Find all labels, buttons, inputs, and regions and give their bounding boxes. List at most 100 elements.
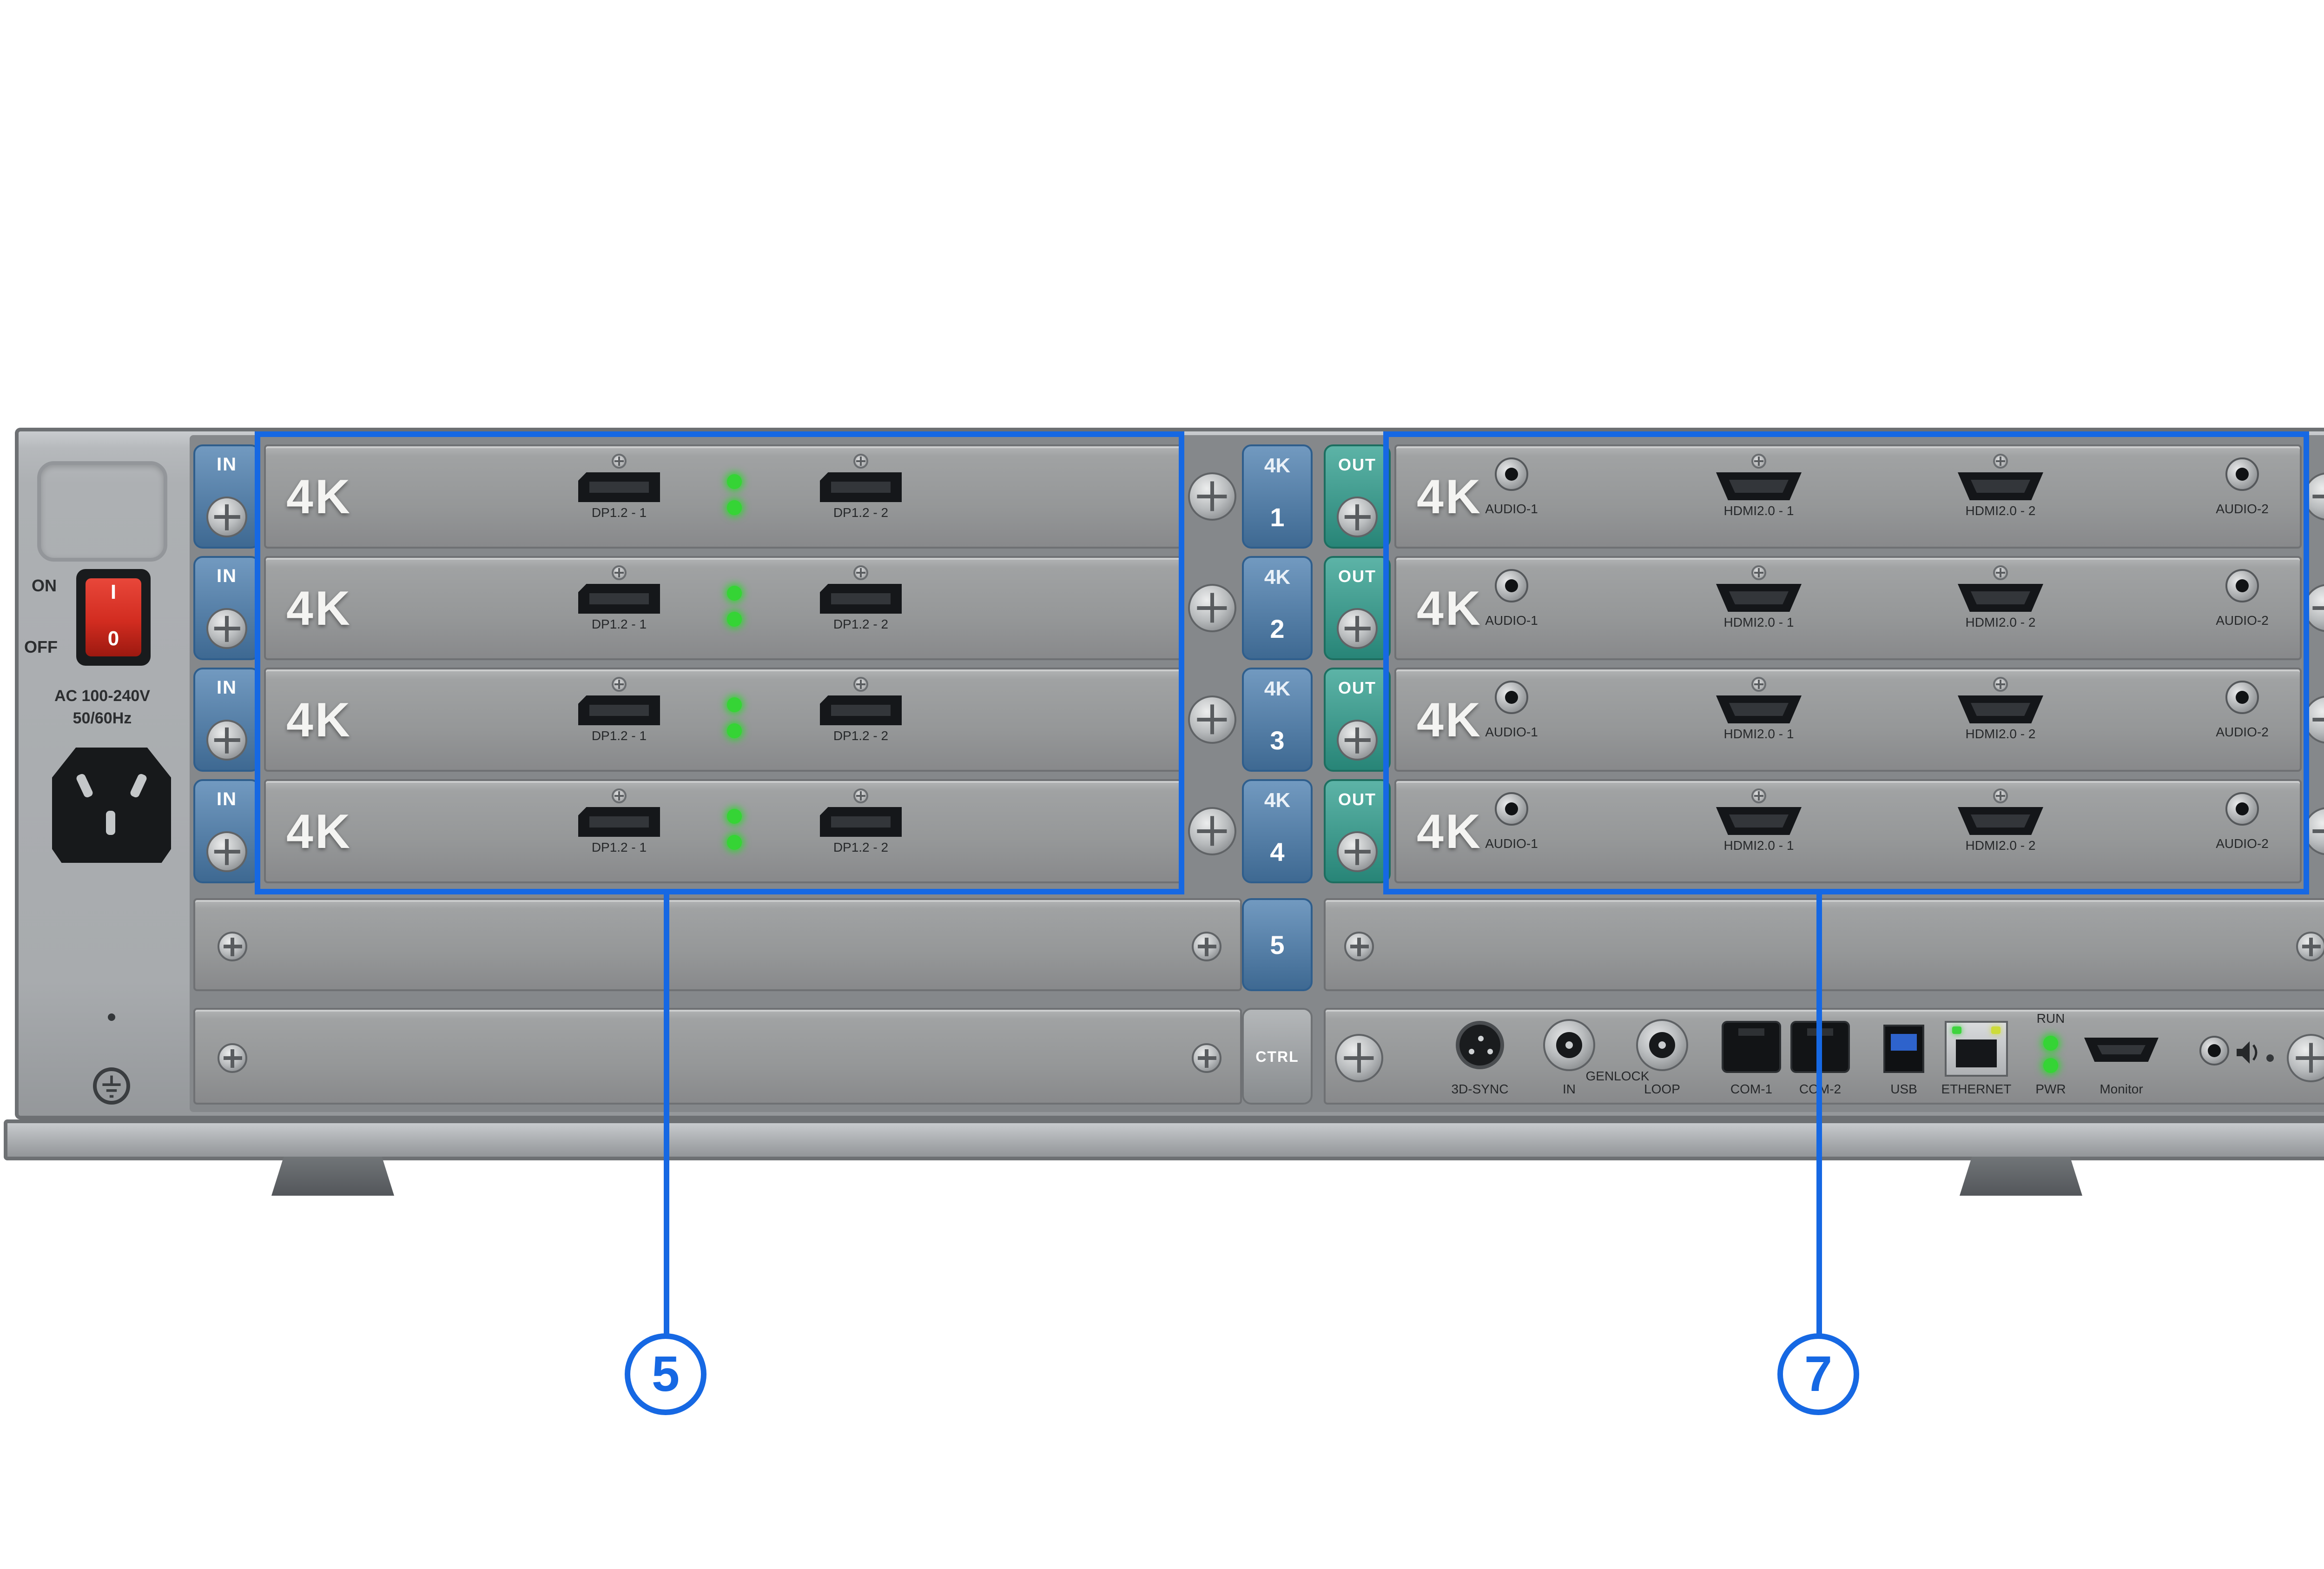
label-recess xyxy=(37,461,167,562)
chassis-base xyxy=(4,1119,2324,1160)
status-leds xyxy=(727,474,742,515)
dp-port-2: DP1.2 - 2 xyxy=(777,677,944,744)
hdmi-port-2: HDMI2.0 - 2 xyxy=(1917,677,2084,742)
displayport-connector xyxy=(578,807,660,837)
on-label: ON xyxy=(32,576,57,595)
screw-icon xyxy=(1192,932,1221,961)
screw-icon xyxy=(218,1043,247,1073)
audio-connector xyxy=(1495,457,1528,491)
output-tab: OUT xyxy=(1324,556,1391,660)
hdmi-port-1: HDMI2.0 - 1 xyxy=(1675,677,1842,742)
inlet-pin-icon xyxy=(129,773,148,799)
power-switch-rocker: I 0 xyxy=(86,578,141,656)
screw-icon xyxy=(1993,788,2008,803)
screw-icon xyxy=(612,788,627,803)
hdmi-port-2: HDMI2.0 - 2 xyxy=(1917,454,2084,519)
screw-icon xyxy=(612,677,627,692)
displayport-connector xyxy=(578,695,660,725)
displayport-connector xyxy=(820,472,902,502)
input-tab: IN xyxy=(193,556,260,660)
port-label: DP1.2 - 2 xyxy=(833,508,889,521)
chassis: ON OFF I 0 AC 100-240V 50/60Hz xyxy=(15,428,2324,1119)
audio-connector xyxy=(2225,457,2259,491)
screw-icon xyxy=(1344,932,1374,961)
card-4k-label: 4K xyxy=(286,469,352,524)
dp-port-2: DP1.2 - 2 xyxy=(777,454,944,521)
hdmi-port-1: HDMI2.0 - 1 xyxy=(1675,788,1842,854)
audio-port-1: AUDIO-1 xyxy=(1428,457,1595,517)
screw-icon xyxy=(2296,932,2324,961)
pwr-led xyxy=(2043,1058,2058,1073)
leader-line-inputs xyxy=(664,894,669,1337)
input-slot-badge-4: 4K 4 xyxy=(1242,779,1313,883)
output-tab: OUT xyxy=(1324,444,1391,549)
thumbscrew-icon xyxy=(1337,608,1378,649)
input-card: 4K DP1.2 - 1 DP1.2 - 2 xyxy=(264,779,1182,883)
screw-icon xyxy=(853,788,868,803)
highlight-box-outputs xyxy=(1383,431,2309,894)
off-label: OFF xyxy=(24,638,58,656)
ac-rating-label: AC 100-240V xyxy=(54,686,150,705)
callout-7: 7 xyxy=(1777,1333,1859,1415)
hdmi-port-1: HDMI2.0 - 1 xyxy=(1675,565,1842,630)
displayport-connector xyxy=(820,584,902,614)
leader-line-outputs xyxy=(1816,894,1822,1337)
run-led xyxy=(2043,1036,2058,1051)
screw-icon xyxy=(612,565,627,580)
com1-port xyxy=(1722,1021,1781,1073)
thumbscrew-icon xyxy=(1188,584,1236,632)
thumbscrew-icon xyxy=(206,497,247,537)
genlock-in-port xyxy=(1543,1019,1595,1071)
hdmi-connector xyxy=(1716,584,1802,612)
audio-connector xyxy=(1495,569,1528,602)
status-leds xyxy=(727,809,742,850)
screw-icon xyxy=(1192,1043,1221,1073)
monitor-port xyxy=(2084,1038,2159,1062)
audio-port-1: AUDIO-1 xyxy=(1428,569,1595,629)
slot-row-2: IN 4K DP1.2 - 1 DP1.2 - 2 4K xyxy=(190,554,2324,662)
hdmi-connector xyxy=(1716,695,1802,723)
dp-port-1: DP1.2 - 1 xyxy=(535,565,703,632)
screw-icon xyxy=(1751,565,1766,580)
genlock-loop-port xyxy=(1636,1019,1688,1071)
thumbscrew-icon xyxy=(2287,1034,2324,1082)
input-tab: IN xyxy=(193,668,260,772)
displayport-connector xyxy=(578,472,660,502)
green-led xyxy=(727,500,742,515)
hdmi-connector xyxy=(1716,807,1802,835)
screw-icon xyxy=(853,565,868,580)
blank-plate xyxy=(1324,898,2324,991)
usb-port xyxy=(1883,1025,1924,1073)
port-label: DP1.2 - 1 xyxy=(591,508,647,521)
thumbscrew-icon xyxy=(1188,472,1236,521)
output-card: 4K AUDIO-1 HDMI2.0 - 1 HDMI2.0 - 2 xyxy=(1394,779,2302,883)
status-leds xyxy=(727,697,742,738)
screw-icon xyxy=(1993,677,2008,692)
card-4k-label: 4K xyxy=(1417,469,1482,524)
act-led xyxy=(1991,1026,2000,1034)
speaker-icon xyxy=(2237,1041,2258,1064)
port-label: Monitor xyxy=(2100,1084,2143,1097)
power-switch: I 0 xyxy=(76,569,151,666)
slot-row-4: IN 4K DP1.2 - 1 DP1.2 - 2 4K xyxy=(190,777,2324,885)
ground-terminal-icon xyxy=(93,1067,130,1105)
input-slot-badge-3: 4K 3 xyxy=(1242,668,1313,772)
hdmi-connector xyxy=(1716,472,1802,500)
3d-sync-port xyxy=(1456,1021,1504,1069)
input-slot-badge-2: 4K 2 xyxy=(1242,556,1313,660)
chassis-foot xyxy=(271,1157,394,1196)
control-card: 3D-SYNC IN GENLOCK LOOP COM-1 COM-2 USB … xyxy=(1324,1008,2324,1105)
slot-row-ctrl: CTRL 3D-SYNC IN GENLOCK LOOP COM-1 COM-2… xyxy=(190,1004,2324,1112)
input-tab: IN xyxy=(193,444,260,549)
blank-plate xyxy=(193,898,1242,991)
audio-port-2: AUDIO-2 xyxy=(2159,681,2324,740)
screw-icon xyxy=(1751,677,1766,692)
audio-connector xyxy=(2225,792,2259,826)
ctrl-slot-badge: CTRL xyxy=(1242,1008,1313,1105)
inlet-pin-icon xyxy=(106,811,115,835)
port-label: 3D-SYNC xyxy=(1451,1084,1509,1097)
output-card: 4K AUDIO-1 HDMI2.0 - 1 HDMI2.0 - 2 xyxy=(1394,556,2302,660)
output-card: 4K AUDIO-1 HDMI2.0 - 1 HDMI2.0 - 2 xyxy=(1394,444,2302,549)
inlet-pin-icon xyxy=(75,773,94,799)
ac-inlet xyxy=(52,748,171,863)
